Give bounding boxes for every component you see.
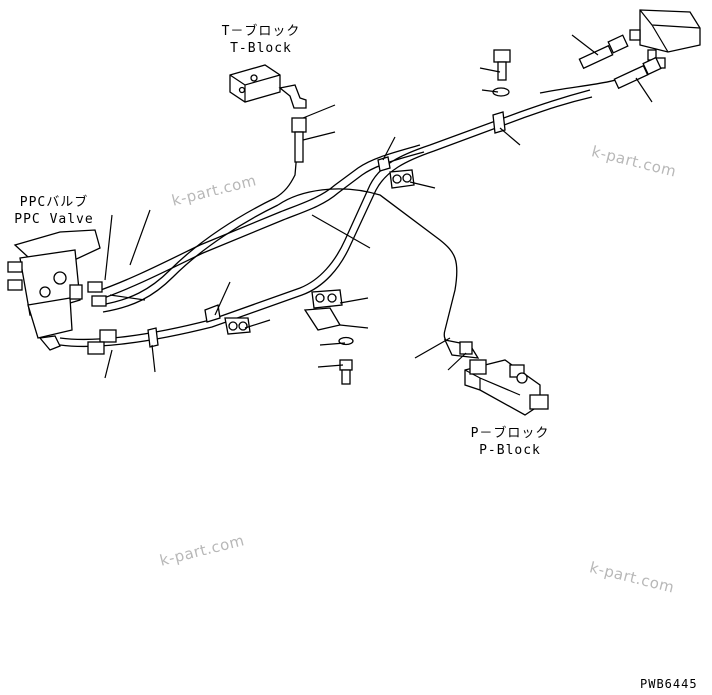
p-block-icon	[464, 359, 549, 416]
bolt-icon	[339, 49, 511, 385]
solenoid-block-icon	[578, 9, 701, 90]
pipe-bundle	[59, 71, 641, 349]
t-block-label-jp: T－ブロック	[221, 24, 301, 39]
p-block-label-en: P-Block	[479, 443, 541, 458]
drawing-code: PWB6445	[640, 677, 698, 691]
ppc-valve-label-en: PPC Valve	[14, 212, 94, 227]
washer-icon	[338, 87, 510, 346]
t-block-icon	[229, 64, 307, 109]
ppc-valve-label-jp: PPCバルブ	[19, 195, 89, 210]
p-block-label-jp: P－ブロック	[470, 426, 550, 441]
leader-lines	[104, 34, 653, 379]
clamp-icon	[87, 111, 506, 355]
hose-fitting-icon	[291, 117, 480, 359]
ppc-valve-icon	[7, 229, 107, 351]
t-block-label-en: T-Block	[230, 41, 292, 56]
